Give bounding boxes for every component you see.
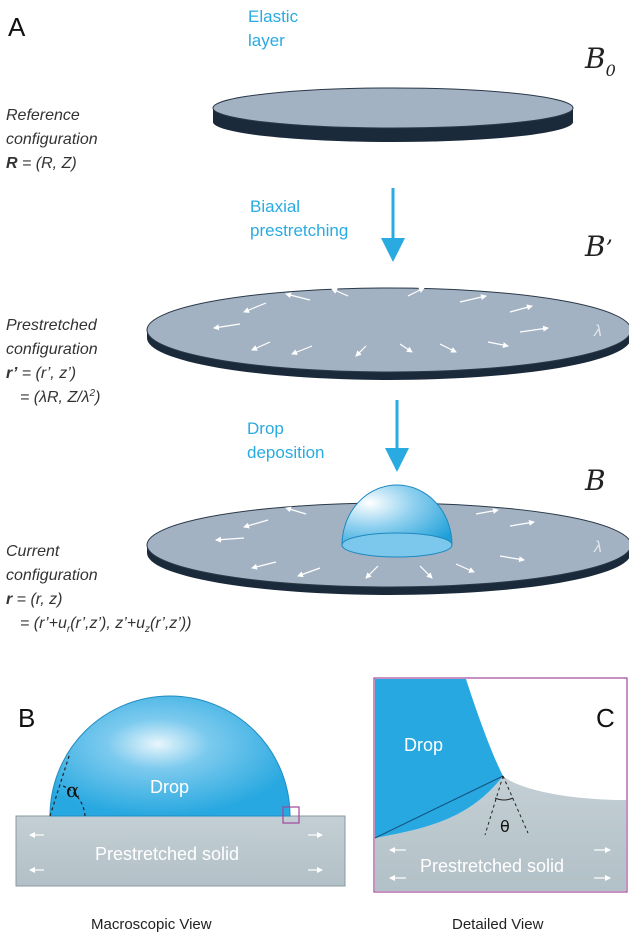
current-disk: λ bbox=[146, 484, 629, 595]
sessile-drop-3d bbox=[341, 484, 453, 558]
caption-detailed: Detailed View bbox=[452, 916, 544, 933]
angle-alpha-label: α bbox=[66, 778, 80, 802]
prestretched-solid-b bbox=[15, 815, 346, 887]
macroscopic-view: α Drop Prestretched solid bbox=[15, 695, 346, 887]
reference-disk bbox=[212, 87, 574, 142]
tangent-line-b bbox=[49, 752, 71, 817]
tangent-line-c1 bbox=[484, 775, 504, 836]
angle-arc-c bbox=[494, 797, 514, 801]
prestretched-config-label: Prestretched configuration bbox=[6, 317, 101, 358]
panel-label-c: C bbox=[596, 703, 615, 733]
drop-c bbox=[375, 679, 503, 838]
zoom-box-b bbox=[282, 806, 300, 824]
panel-label-a: A bbox=[8, 12, 26, 42]
angle-arc-b bbox=[59, 784, 86, 817]
interface-line-c bbox=[374, 775, 504, 839]
reference-body-symbol: B0 bbox=[584, 42, 616, 80]
prestretch-arrow bbox=[381, 188, 405, 262]
drop-b bbox=[49, 695, 291, 817]
drop-label-b: Drop bbox=[150, 777, 189, 797]
solid-label-b: Prestretched solid bbox=[95, 844, 239, 864]
elastic-layer-label: Elastic layer bbox=[248, 7, 303, 50]
current-config-label: Current configuration bbox=[6, 543, 98, 584]
drop-label-c: Drop bbox=[404, 735, 443, 755]
reference-config-equation: R = (R, Z) bbox=[6, 155, 77, 172]
prestretched-config-equation-2: = (λR, Z/λ2) bbox=[20, 388, 100, 406]
current-body-symbol: B bbox=[584, 464, 606, 497]
prestretched-solid-c bbox=[375, 776, 626, 891]
prestretched-body-symbol: B’ bbox=[584, 230, 613, 263]
drop-deposition-label: Drop deposition bbox=[247, 419, 325, 462]
solid-label-c: Prestretched solid bbox=[420, 856, 564, 876]
angle-theta-label: θ bbox=[500, 817, 510, 836]
reference-config-label: Reference configuration bbox=[6, 107, 98, 148]
biaxial-prestretching-label: Biaxial prestretching bbox=[250, 197, 348, 240]
current-config-equation-2: = (r’+ur(r’,z’), z’+uz(r’,z’)) bbox=[20, 615, 191, 635]
lambda-label-prestretched: λ bbox=[593, 323, 602, 340]
caption-macroscopic: Macroscopic View bbox=[91, 916, 212, 933]
lambda-label-current: λ bbox=[593, 539, 602, 556]
panel-label-b: B bbox=[18, 703, 35, 733]
current-config-equation: r = (r, z) bbox=[6, 591, 62, 608]
deposition-arrow bbox=[385, 400, 409, 472]
detailed-view: θ Drop Prestretched solid bbox=[373, 677, 628, 893]
tangent-line-c2 bbox=[502, 775, 529, 834]
prestretched-disk: λ bbox=[146, 287, 629, 380]
prestretched-config-equation: r’ = (r’, z’) bbox=[6, 365, 76, 382]
